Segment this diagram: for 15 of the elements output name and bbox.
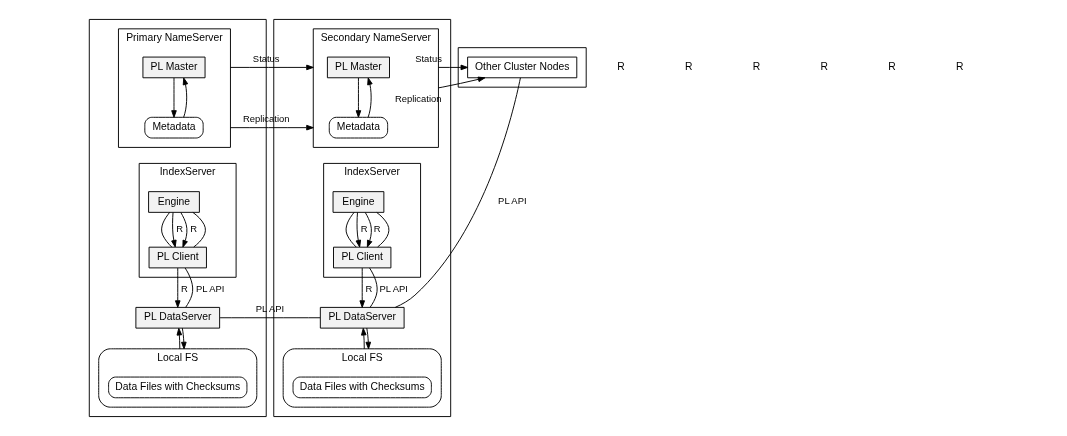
label: R [617,61,625,73]
label: R [685,61,693,73]
edge-label: R [360,223,368,235]
edge-label: R [176,223,184,235]
label: R [956,61,964,73]
edge-label: PL API [379,283,408,295]
label: R [752,61,761,73]
label: R [820,61,829,73]
label: R [888,61,896,73]
edge-label: PL API [498,195,527,207]
edge-label: R [190,223,198,235]
edge-label: R [180,283,188,295]
edge-label: PL API [196,283,225,295]
edge-label: R [373,223,381,235]
edge-label: R [365,283,373,295]
